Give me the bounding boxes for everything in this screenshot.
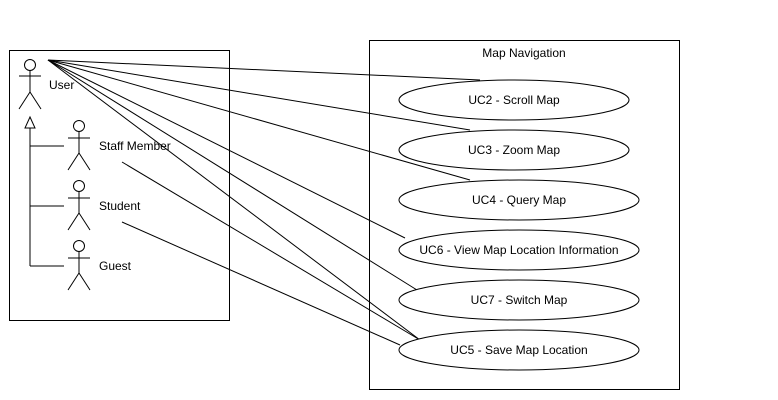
uc3-ellipse — [398, 129, 630, 171]
actors-box — [9, 50, 230, 321]
actor-guest-figure — [67, 240, 91, 291]
assoc-user-uc7 — [47, 59, 418, 291]
assoc-user-uc2 — [47, 59, 481, 81]
other-associations — [121, 161, 421, 346]
actor-staff-label: Staff Member — [99, 139, 171, 153]
assoc-user-uc3 — [47, 59, 471, 131]
use-case-ellipses — [398, 79, 640, 371]
generalization-arrowhead — [24, 115, 36, 129]
assoc-staff-uc5 — [121, 161, 421, 341]
actor-user-figure — [18, 59, 42, 110]
uc3-label: UC3 - Zoom Map — [467, 143, 561, 157]
uc7-label: UC7 - Switch Map — [470, 293, 568, 307]
system-title: Map Navigation — [482, 46, 566, 60]
uc5-label: UC5 - Save Map Location — [450, 343, 588, 357]
uc2-ellipse — [398, 79, 630, 121]
actor-student-label: Student — [99, 199, 141, 213]
uc2-label: UC2 - Scroll Map — [468, 93, 560, 107]
uc6-label: UC6 - View Map Location Information — [419, 243, 619, 257]
actor-student-figure — [67, 180, 91, 231]
uc5-ellipse — [398, 329, 640, 371]
assoc-user-uc5 — [47, 59, 421, 341]
user-associations — [47, 59, 481, 341]
assoc-student-uc5 — [121, 221, 401, 346]
actor-staff-figure — [67, 120, 91, 171]
assoc-user-uc6 — [47, 59, 406, 239]
actor-guest-label: Guest — [99, 259, 132, 273]
assoc-user-uc4 — [47, 59, 471, 181]
uc4-ellipse — [398, 179, 640, 221]
generalization — [24, 115, 64, 267]
uc7-ellipse — [398, 279, 640, 321]
uc6-ellipse — [398, 229, 640, 271]
actor-user-label: User — [49, 78, 75, 92]
uc4-label: UC4 - Query Map — [471, 193, 567, 207]
